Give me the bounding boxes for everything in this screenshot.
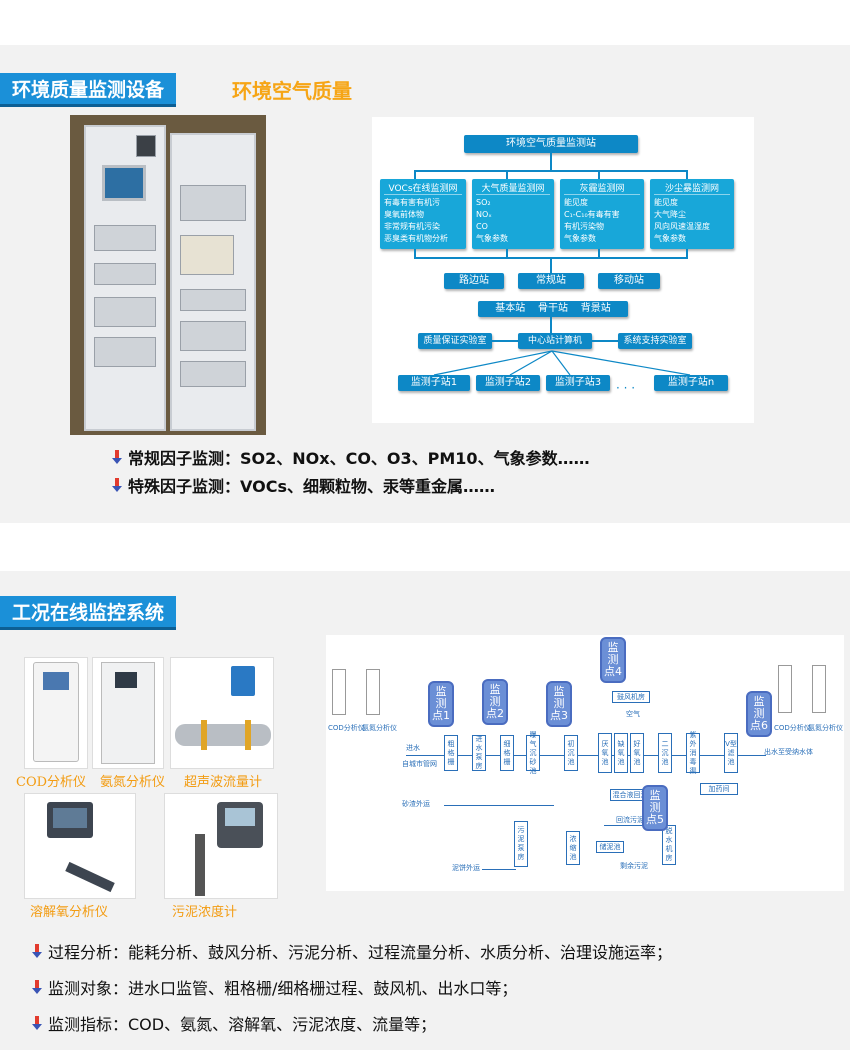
station-mobile: 移动站 (598, 273, 660, 289)
station-regular: 常规站 (518, 273, 584, 289)
substation-1: 监测子站1 (398, 375, 470, 391)
process-node: 厌氧池 (598, 733, 612, 773)
factor-list: 常规因子监测：SO2、NOx、CO、O3、PM10、气象参数…… 特殊因子监测：… (112, 443, 590, 499)
section-subtitle: 环境空气质量 (232, 79, 352, 103)
list-item: 过程分析：能耗分析、鼓风分析、污泥分析、过程流量分析、水质分析、治理设施运率； (32, 933, 672, 969)
cod-analyzer-icon (778, 665, 792, 713)
list-item: 监测对象：进水口监管、粗格栅/细格栅过程、鼓风机、出水口等； (32, 969, 672, 1005)
diagram-label: 空气 (626, 710, 640, 718)
ammonia-analyzer-icon (366, 669, 380, 715)
section-title: 工况在线监控系统 (0, 596, 177, 630)
process-node: 紫外消毒渠 (686, 731, 700, 775)
monitoring-point-marker: 监测点4 (600, 637, 626, 683)
process-node: 初沉池 (564, 735, 578, 771)
diagram-label: 泥饼外运 (452, 864, 480, 872)
bullet-icon (32, 980, 44, 994)
process-node: 细格栅 (500, 735, 514, 771)
section-title: 环境质量监测设备 (0, 73, 177, 107)
diagram-label: 回流污泥 (616, 816, 644, 824)
instrument-label: COD分析仪 (16, 775, 87, 790)
substation-3: 监测子站3 (546, 375, 610, 391)
monitoring-point-marker: 监测点3 (546, 681, 572, 727)
support-lab-node: 系统支持实验室 (618, 333, 692, 349)
network-box-vocs: VOCs在线监测网 有毒有害有机污 臭氧前体物 非常规有机污染 恶臭类有机物分析 (380, 179, 466, 249)
bullet-icon (112, 450, 124, 464)
bullet-icon (32, 1016, 44, 1030)
air-quality-network-chart: 环境空气质量监测站 VOCs在线监测网 有毒有害有机污 臭氧前体物 非常规有机污… (372, 117, 754, 423)
ammonia-analyzer-image (92, 657, 164, 769)
top-node: 环境空气质量监测站 (464, 135, 638, 153)
process-node: 曝气沉砂池 (526, 731, 540, 775)
process-node: V型滤池 (724, 733, 738, 773)
analysis-list: 过程分析：能耗分析、鼓风分析、污泥分析、过程流量分析、水质分析、治理设施运率； … (32, 933, 672, 1041)
list-item: 常规因子监测：SO2、NOx、CO、O3、PM10、气象参数…… (112, 443, 590, 471)
diagram-label: COD分析仪 (774, 724, 811, 732)
list-item: 特殊因子监测：VOCs、细颗粒物、汞等重金属…… (112, 471, 590, 499)
working-condition-section: 工况在线监控系统 COD分析仪 氨氮分析仪 超声波流量计 溶解氧分析仪 污泥浓度… (0, 571, 850, 1050)
diagram-label: COD分析仪 (328, 724, 365, 732)
bullet-icon (112, 478, 124, 492)
network-box-air-quality: 大气质量监测网 SO₂ NOₓ CO 气象参数 (472, 179, 554, 249)
process-node: 脱水机房 (662, 825, 676, 865)
diagram-label: 出水至受纳水体 (764, 748, 813, 756)
cod-analyzer-icon (332, 669, 346, 715)
dissolved-oxygen-analyzer-image (24, 793, 136, 899)
center-computer-node: 中心站计算机 (518, 333, 592, 349)
connector-arrows (433, 350, 691, 376)
blower-room-node: 鼓风机房 (612, 691, 650, 703)
substation-n: 监测子站n (654, 375, 728, 391)
instrument-label: 超声波流量计 (184, 775, 263, 790)
process-node: 粗格栅 (444, 735, 458, 771)
station-roadside: 路边站 (444, 273, 504, 289)
sludge-meter-image (164, 793, 278, 899)
diagram-label: 砂渣外运 (402, 800, 430, 808)
environment-quality-section: 环境质量监测设备 环境空气质量 环境空气质量监测站 VOCs在线监测网 有毒有害… (0, 45, 850, 523)
list-item: 监测指标：COD、氨氮、溶解氧、污泥浓度、流量等； (32, 1005, 672, 1041)
process-node: 二沉池 (658, 733, 672, 773)
diagram-label: 氨氮分析仪 (808, 724, 843, 732)
monitoring-point-marker: 监测点1 (428, 681, 454, 727)
network-box-sandstorm: 沙尘暴监测网 能见度 大气降尘 风向风速温湿度 气象参数 (650, 179, 734, 249)
ammonia-analyzer-icon (812, 665, 826, 713)
dosing-room-node: 加药间 (700, 783, 738, 795)
process-node: 浓缩池 (566, 831, 580, 865)
qa-lab-node: 质量保证实验室 (418, 333, 492, 349)
monitoring-point-marker: 监测点6 (746, 691, 772, 737)
diagram-label: 氨氮分析仪 (362, 724, 397, 732)
substation-2: 监测子站2 (476, 375, 540, 391)
process-node: 污泥泵房 (514, 821, 528, 867)
network-box-haze: 灰霾监测网 能见度 C₁-C₁₀有毒有害 有机污染物 气象参数 (560, 179, 644, 249)
process-node: 储泥池 (596, 841, 624, 853)
monitoring-cabinet-photo (70, 115, 266, 435)
monitoring-point-marker: 监测点5 (642, 785, 668, 831)
instrument-label: 污泥浓度计 (172, 905, 238, 920)
cod-analyzer-image (24, 657, 88, 769)
process-node: 好氧池 (630, 733, 644, 773)
diagram-label: 剩余污泥 (620, 862, 648, 870)
process-node: 缺氧池 (614, 733, 628, 773)
bullet-icon (32, 944, 44, 958)
monitoring-point-marker: 监测点2 (482, 679, 508, 725)
instrument-label: 氨氮分析仪 (100, 775, 166, 790)
substation-ellipsis: · · · (616, 381, 636, 395)
wastewater-process-diagram: COD分析仪 氨氮分析仪 COD分析仪 氨氮分析仪 进水 自城市管网 粗格栅 进… (326, 635, 844, 891)
diagram-label: 进水 (406, 744, 420, 752)
diagram-label: 自城市管网 (402, 760, 437, 768)
process-node: 进水泵房 (472, 735, 486, 771)
station-types: 基本站 骨干站 背景站 (478, 301, 628, 317)
instrument-label: 溶解氧分析仪 (30, 905, 109, 920)
ultrasonic-flowmeter-image (170, 657, 274, 769)
